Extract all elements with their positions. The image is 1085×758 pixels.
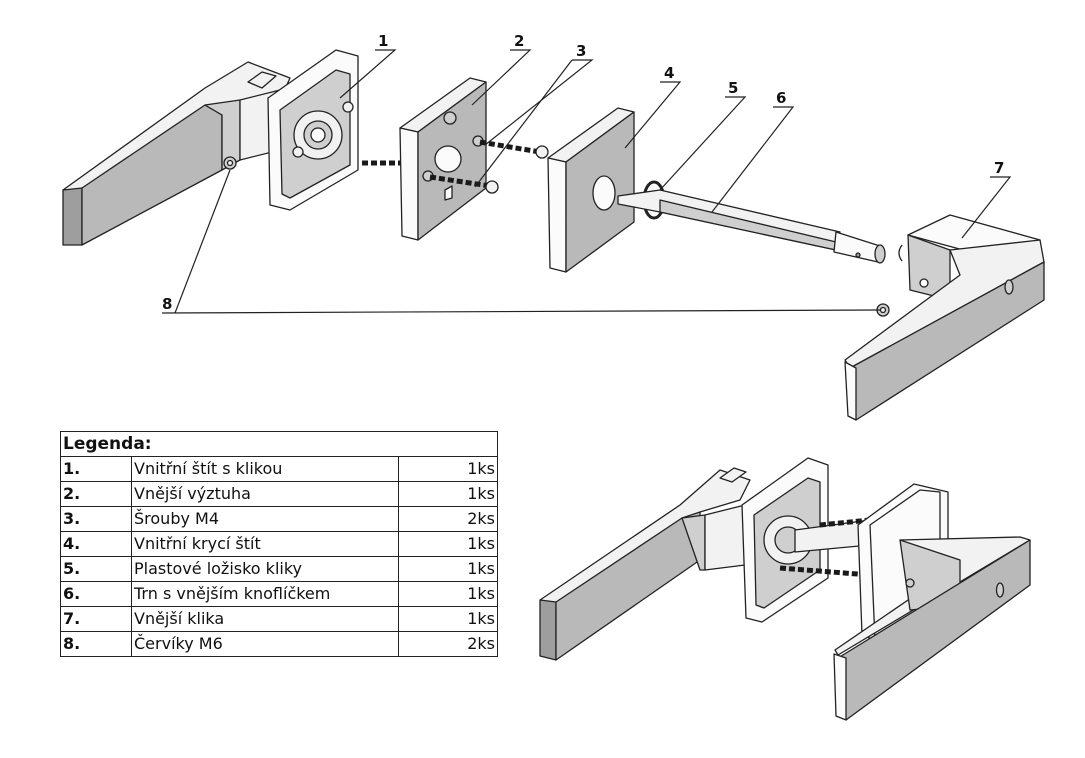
legend-item-name: Vnitřní krycí štít (131, 531, 399, 557)
legend-title: Legenda: (60, 431, 498, 457)
legend-item-name: Vnitřní štít s klikou (131, 456, 399, 482)
legend-row: 3. Šrouby M4 2ks (60, 506, 498, 532)
legend-item-number: 1. (60, 456, 132, 482)
legend-item-name: Šrouby M4 (131, 506, 399, 532)
legend-item-number: 5. (60, 556, 132, 582)
part-inner-cover-plate (547, 107, 635, 273)
legend-item-quantity: 2ks (398, 631, 498, 657)
exploded-view: 1 2 3 4 5 6 7 8 (62, 32, 1045, 421)
part-spindle (617, 189, 886, 264)
part-m4-screws (429, 139, 549, 194)
legend-item-number: 6. (60, 581, 132, 607)
legend-item-quantity: 1ks (398, 456, 498, 482)
leader-lines (161, 49, 1012, 314)
part-grub-screw-right (876, 303, 890, 317)
assembled-view (539, 457, 1031, 721)
callout-8: 8 (162, 295, 172, 313)
legend-item-number: 2. (60, 481, 132, 507)
legend-item-quantity: 2ks (398, 506, 498, 532)
callout-7: 7 (994, 159, 1004, 177)
legend-item-name: Vnější výztuha (131, 481, 399, 507)
legend-table: Legenda: 1. Vnitřní štít s klikou 1ks 2.… (60, 431, 498, 657)
legend-item-name: Vnější klika (131, 606, 399, 632)
legend-item-quantity: 1ks (398, 531, 498, 557)
legend-item-number: 4. (60, 531, 132, 557)
callout-1: 1 (378, 32, 388, 50)
legend-item-name: Červíky M6 (131, 631, 399, 657)
legend-item-number: 3. (60, 506, 132, 532)
callout-5: 5 (728, 79, 738, 97)
part-outer-handle (844, 214, 1045, 421)
legend-item-quantity: 1ks (398, 581, 498, 607)
legend-header-row: Legenda: (60, 431, 498, 457)
legend-row: 1. Vnitřní štít s klikou 1ks (60, 456, 498, 482)
legend-row: 7. Vnější klika 1ks (60, 606, 498, 632)
part-inner-handle-with-rose (62, 49, 359, 246)
callout-4: 4 (664, 64, 674, 82)
legend-item-name: Trn s vnějším knoflíčkem (131, 581, 399, 607)
callout-labels: 1 2 3 4 5 6 7 8 (162, 32, 1004, 313)
callout-2: 2 (514, 32, 524, 50)
legend-row: 8. Červíky M6 2ks (60, 631, 498, 657)
legend-item-quantity: 1ks (398, 606, 498, 632)
legend-item-number: 7. (60, 606, 132, 632)
legend-row: 2. Vnější výztuha 1ks (60, 481, 498, 507)
legend-row: 4. Vnitřní krycí štít 1ks (60, 531, 498, 557)
legend-item-quantity: 1ks (398, 556, 498, 582)
callout-3: 3 (576, 42, 586, 60)
part-outer-reinforcement (399, 77, 487, 241)
callout-6: 6 (776, 89, 786, 107)
legend-item-name: Plastové ložisko kliky (131, 556, 399, 582)
legend-row: 6. Trn s vnějším knoflíčkem 1ks (60, 581, 498, 607)
part-grub-screw-left (223, 156, 237, 170)
legend-item-number: 8. (60, 631, 132, 657)
legend-item-quantity: 1ks (398, 481, 498, 507)
legend-row: 5. Plastové ložisko kliky 1ks (60, 556, 498, 582)
